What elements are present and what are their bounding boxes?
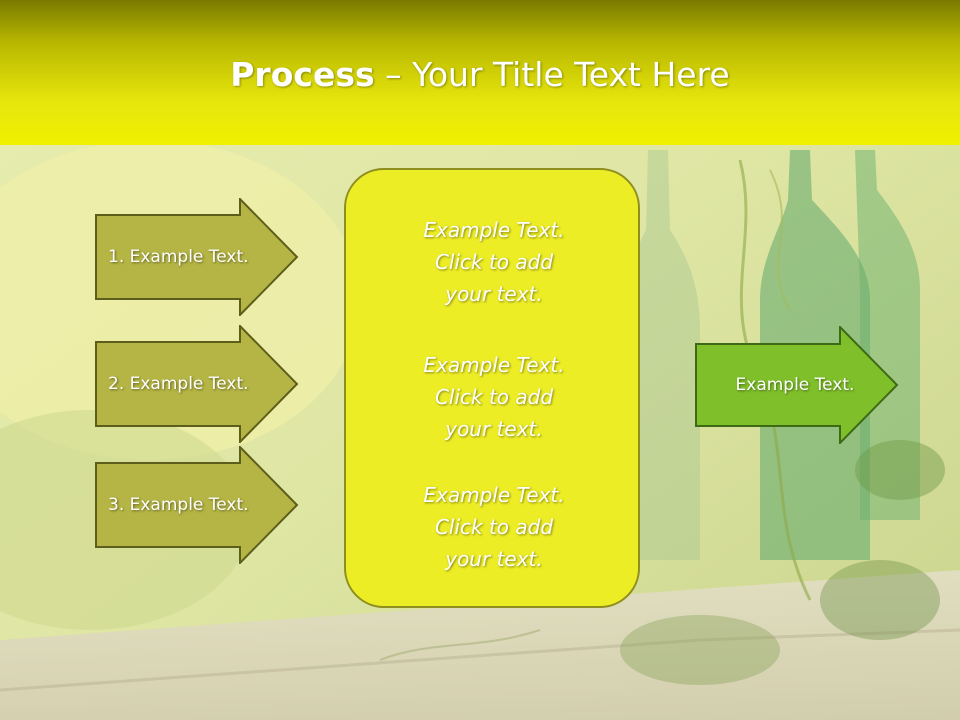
center-block-3-line-3: your text.: [445, 547, 543, 571]
result-label: Example Text.: [735, 375, 855, 395]
title-banner: [0, 0, 960, 145]
right-arrow-icon: [95, 198, 299, 316]
result-arrow[interactable]: Example Text.: [695, 326, 899, 444]
page-title[interactable]: Process – Your Title Text Here: [0, 55, 960, 94]
step-label-1: 1. Example Text.: [108, 247, 249, 267]
center-block-2[interactable]: Example Text. Click to add your text.: [346, 349, 642, 445]
center-block-3-line-1: Example Text.: [423, 483, 565, 507]
step-arrow-1[interactable]: 1. Example Text.: [95, 198, 299, 316]
title-keyword: Process: [230, 55, 375, 94]
step-arrow-3[interactable]: 3. Example Text.: [95, 446, 299, 564]
right-arrow-icon: [695, 326, 899, 444]
center-block-2-line-1: Example Text.: [423, 353, 565, 377]
center-block-3[interactable]: Example Text. Click to add your text.: [346, 479, 642, 575]
center-block-2-line-3: your text.: [445, 417, 543, 441]
center-text-box[interactable]: Example Text. Click to add your text. Ex…: [344, 168, 640, 608]
step-label-2: 2. Example Text.: [108, 374, 249, 394]
center-block-1[interactable]: Example Text. Click to add your text.: [346, 214, 642, 310]
title-text: – Your Title Text Here: [374, 55, 730, 94]
step-arrow-2[interactable]: 2. Example Text.: [95, 325, 299, 443]
right-arrow-icon: [95, 446, 299, 564]
center-block-1-line-3: your text.: [445, 282, 543, 306]
right-arrow-icon: [95, 325, 299, 443]
center-block-2-line-2: Click to add: [434, 385, 554, 409]
center-block-1-line-1: Example Text.: [423, 218, 565, 242]
step-label-3: 3. Example Text.: [108, 495, 249, 515]
center-block-1-line-2: Click to add: [434, 250, 554, 274]
center-block-3-line-2: Click to add: [434, 515, 554, 539]
